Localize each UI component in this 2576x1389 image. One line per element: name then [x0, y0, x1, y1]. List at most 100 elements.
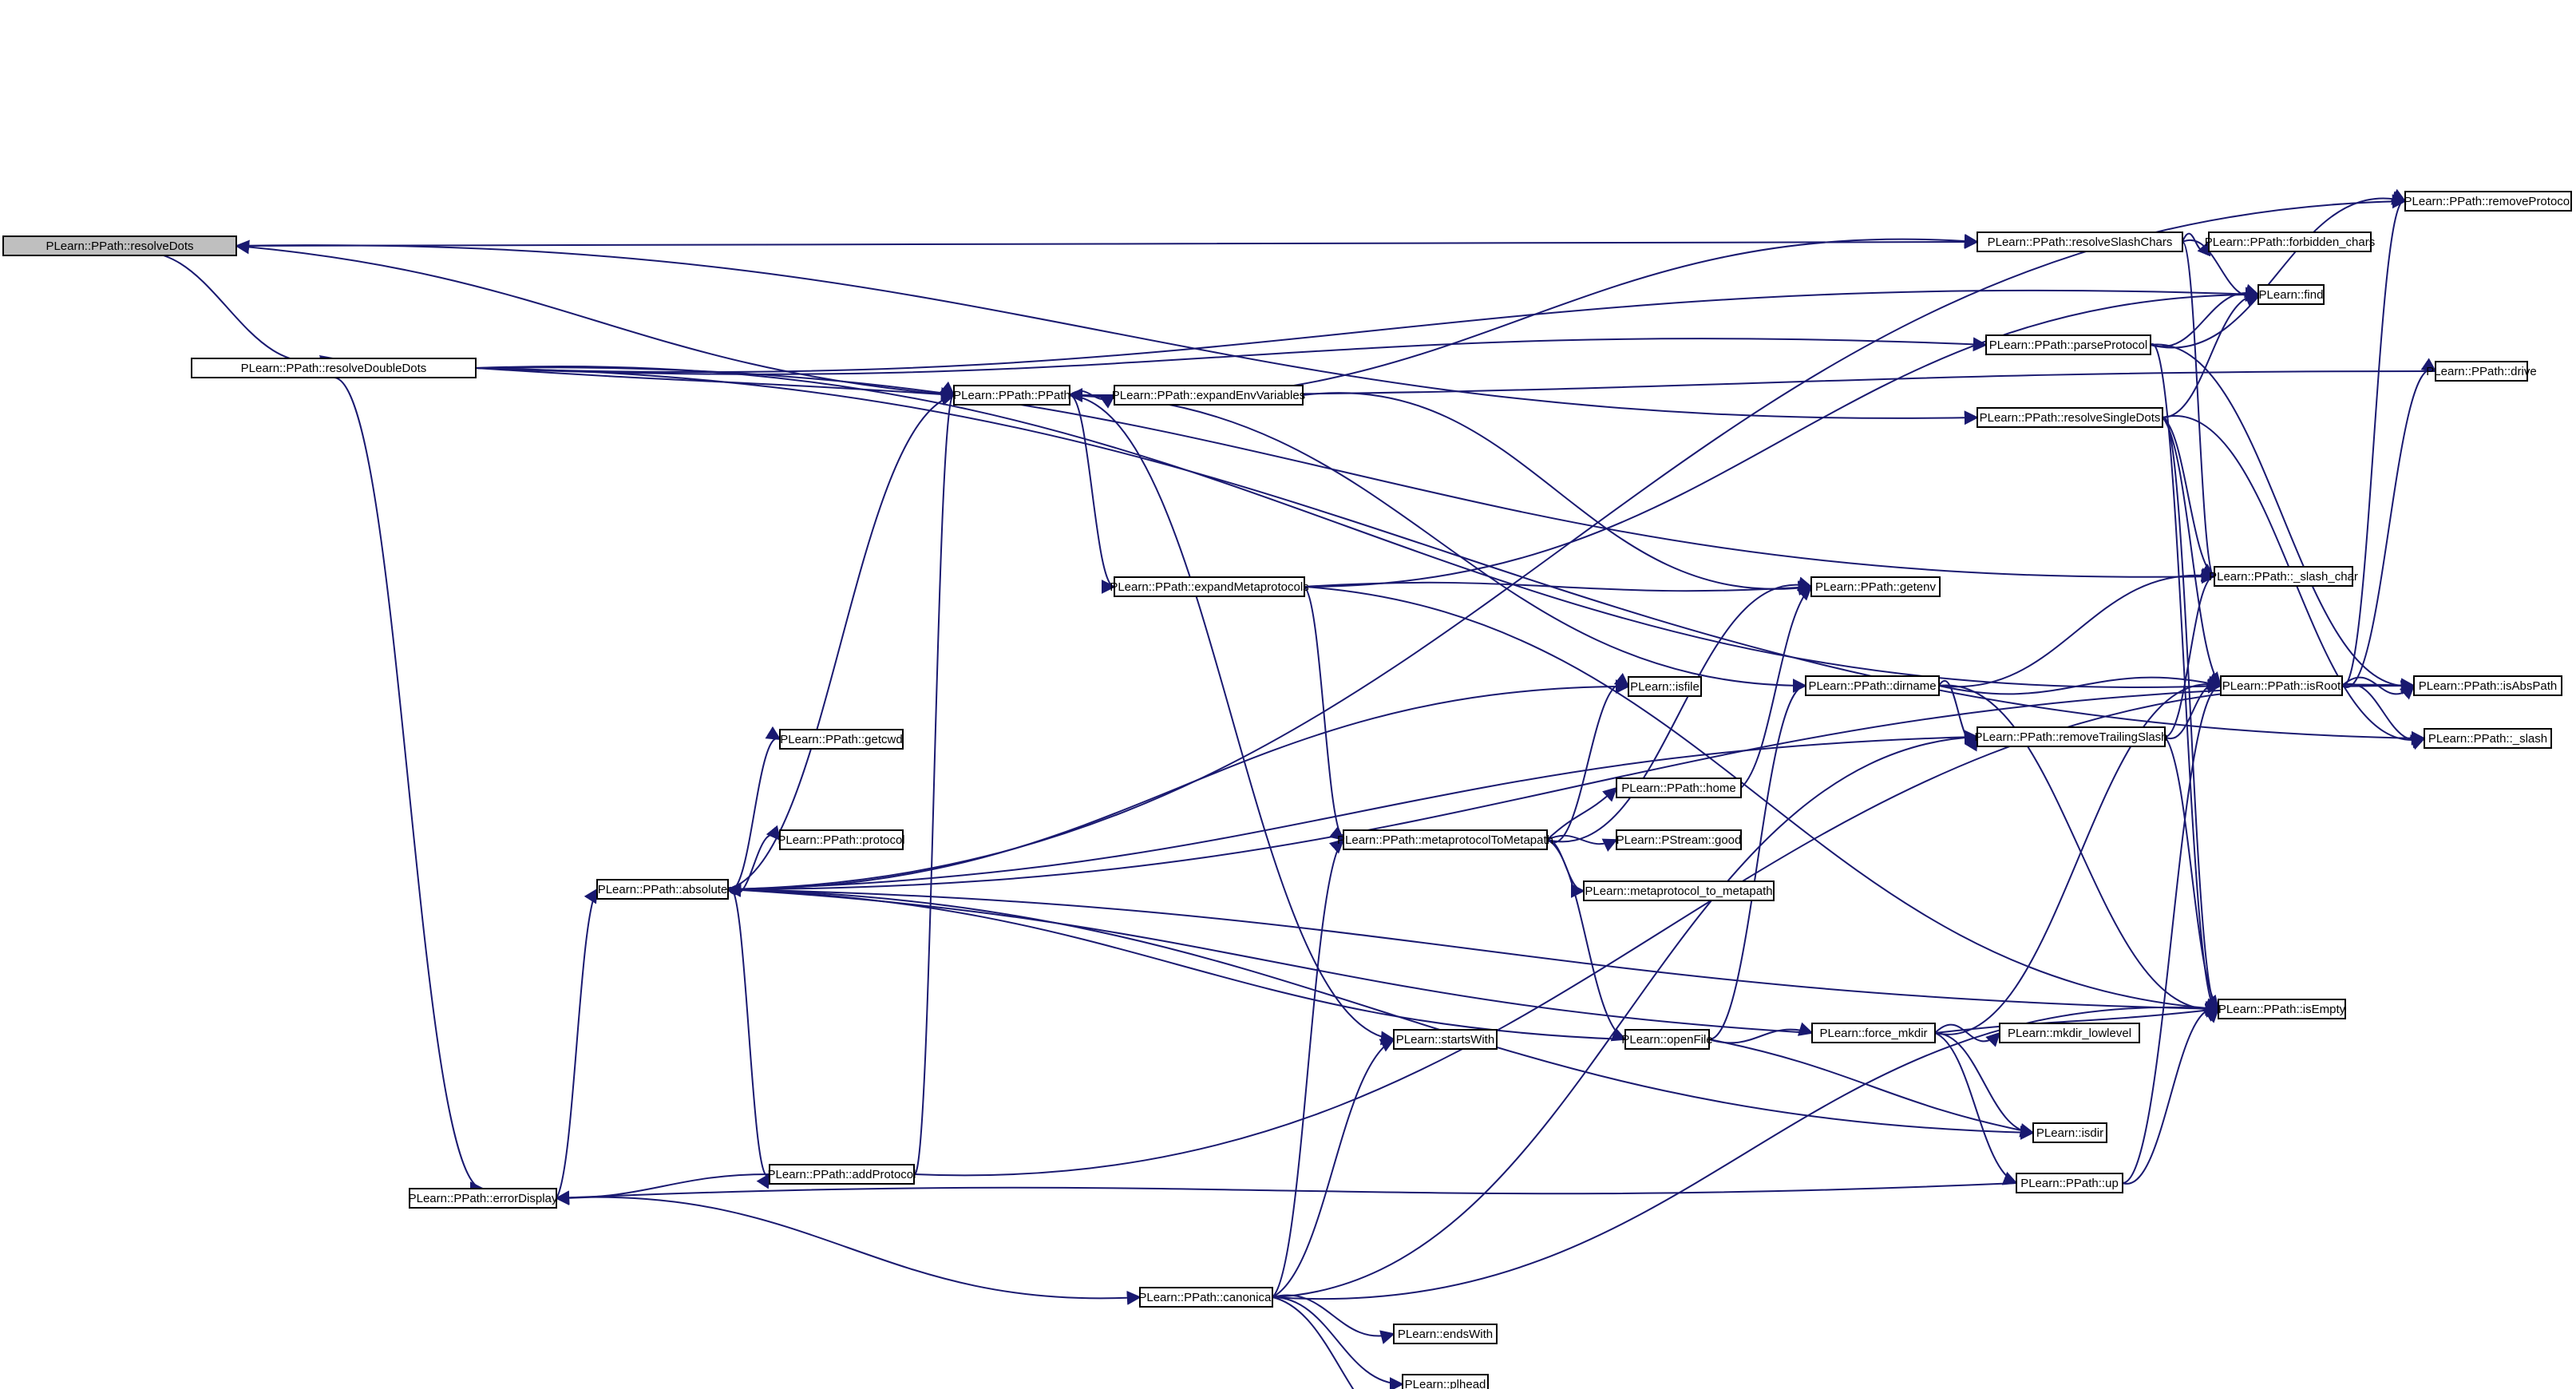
node-force_mkdir[interactable]: PLearn::force_mkdir: [1811, 1023, 1936, 1043]
node-box-resolveSingleDots[interactable]: [1977, 407, 2163, 428]
node-protocol[interactable]: PLearn::PPath::protocol: [778, 829, 905, 850]
node-expandMetaprotocols[interactable]: PLearn::PPath::expandMetaprotocols: [1110, 576, 1309, 597]
node-box-resolveSlashChars[interactable]: [1977, 232, 2183, 252]
node-box-metaprotocol_to_metapath[interactable]: [1583, 880, 1775, 901]
node-box-forbidden_chars[interactable]: [2208, 232, 2372, 252]
node-box-slash_char[interactable]: [2214, 566, 2353, 587]
edge-addProtocol-to-errorDisplay: [555, 1173, 770, 1205]
node-label-home: PLearn::PPath::home: [1621, 782, 1735, 795]
node-box-absolute[interactable]: [596, 879, 729, 900]
node-dirname[interactable]: PLearn::PPath::dirname: [1805, 675, 1940, 696]
node-box-isRoot[interactable]: [2220, 675, 2343, 696]
node-parseProtocol[interactable]: PLearn::PPath::parseProtocol: [1985, 334, 2151, 355]
node-removeTrailingSlash[interactable]: PLearn::PPath::removeTrailingSlash: [1974, 726, 2168, 747]
edge-parseProtocol-to-isAbsPath: [2150, 343, 2416, 694]
node-isRoot[interactable]: PLearn::PPath::isRoot: [2220, 675, 2343, 696]
node-mkdir_lowlevel[interactable]: PLearn::mkdir_lowlevel: [1999, 1023, 2140, 1043]
node-PPath[interactable]: PLearn::PPath::PPath: [953, 385, 1070, 406]
node-find[interactable]: PLearn::find: [2257, 284, 2325, 305]
node-box-canonical[interactable]: [1139, 1287, 1273, 1308]
node-box-dirname[interactable]: [1805, 675, 1940, 696]
node-label-endsWith: PLearn::endsWith: [1398, 1328, 1493, 1341]
node-resolveSingleDots[interactable]: PLearn::PPath::resolveSingleDots: [1977, 407, 2163, 428]
edge-force_mkdir-to-mkdir_lowlevel: [1934, 1023, 2001, 1047]
node-home[interactable]: PLearn::PPath::home: [1616, 778, 1742, 798]
node-slash_char[interactable]: PLearn::PPath::_slash_char: [2209, 566, 2358, 587]
edge-resolveSingleDots-to-isRoot: [2162, 417, 2222, 687]
node-metaprotocol_to_metapath[interactable]: PLearn::metaprotocol_to_metapath: [1583, 880, 1775, 901]
edge-dirname-to-isEmpty: [1938, 684, 2220, 1018]
node-box-up[interactable]: [2016, 1173, 2123, 1193]
node-removeProtocol[interactable]: PLearn::PPath::removeProtocol: [2404, 191, 2573, 212]
node-good[interactable]: PLearn::PStream::good: [1616, 829, 1742, 850]
node-getenv[interactable]: PLearn::PPath::getenv: [1810, 576, 1941, 597]
node-box-addProtocol[interactable]: [769, 1164, 915, 1185]
node-box-isdir[interactable]: [2032, 1122, 2107, 1143]
node-box-find[interactable]: [2257, 284, 2325, 305]
node-forbidden_chars[interactable]: PLearn::PPath::forbidden_chars: [2205, 232, 2375, 252]
node-plhead[interactable]: PLearn::plhead: [1402, 1374, 1489, 1389]
node-isAbsPath[interactable]: PLearn::PPath::isAbsPath: [2413, 675, 2562, 696]
node-addProtocol[interactable]: PLearn::PPath::addProtocol: [768, 1164, 916, 1185]
node-resolveDots[interactable]: PLearn::PPath::resolveDots: [2, 235, 237, 256]
node-box-resolveDots[interactable]: [2, 235, 237, 256]
node-isfile[interactable]: PLearn::isfile: [1628, 676, 1702, 697]
node-errorDisplay[interactable]: PLearn::PPath::errorDisplay: [409, 1188, 558, 1209]
node-isEmpty[interactable]: PLearn::PPath::isEmpty: [2218, 999, 2346, 1019]
node-box-getcwd[interactable]: [779, 729, 904, 750]
node-isdir[interactable]: PLearn::isdir: [2032, 1122, 2107, 1143]
node-box-parseProtocol[interactable]: [1985, 334, 2151, 355]
node-box-errorDisplay[interactable]: [409, 1188, 557, 1209]
edge-expandEnvVariables-to-getenv: [1302, 392, 1813, 596]
node-box-home[interactable]: [1616, 778, 1742, 798]
node-drive[interactable]: PLearn::PPath::drive: [2426, 361, 2537, 382]
node-box-good[interactable]: [1616, 829, 1742, 850]
edge-metaprotocolToMetapath-to-getenv: [1546, 576, 1813, 843]
node-box-isEmpty[interactable]: [2218, 999, 2346, 1019]
node-metaprotocolToMetapath[interactable]: PLearn::PPath::metaprotocolToMetapath: [1337, 829, 1553, 850]
node-expandEnvVariables[interactable]: PLearn::PPath::expandEnvVariables: [1112, 385, 1305, 406]
node-box-endsWith[interactable]: [1393, 1324, 1498, 1344]
edge-openFile-to-dirname: [1708, 679, 1807, 1040]
node-box-mkdir_lowlevel[interactable]: [1999, 1023, 2140, 1043]
node-box-expandEnvVariables[interactable]: [1114, 385, 1304, 406]
node-box-metaprotocolToMetapath[interactable]: [1343, 829, 1548, 850]
node-box-removeTrailingSlash[interactable]: [1977, 726, 2166, 747]
node-startsWith[interactable]: PLearn::startsWith: [1393, 1029, 1498, 1050]
node-box-removeProtocol[interactable]: [2404, 191, 2572, 212]
edge-up-to-isRoot: [2122, 679, 2222, 1184]
node-box-drive[interactable]: [2435, 361, 2528, 382]
node-box-isfile[interactable]: [1628, 676, 1702, 697]
edge-absolute-to-PPath: [727, 391, 956, 890]
node-box-PPath[interactable]: [953, 385, 1070, 406]
node-canonical[interactable]: PLearn::PPath::canonical: [1138, 1287, 1274, 1308]
node-box-expandMetaprotocols[interactable]: [1114, 576, 1305, 597]
node-box-plhead[interactable]: [1402, 1374, 1489, 1389]
node-openFile[interactable]: PLearn::openFile: [1621, 1029, 1713, 1050]
node-absolute[interactable]: PLearn::PPath::absolute: [596, 879, 729, 900]
node-box-force_mkdir[interactable]: [1811, 1023, 1936, 1043]
edge-expandMetaprotocols-to-isEmpty: [1304, 586, 2220, 1015]
node-box-startsWith[interactable]: [1393, 1029, 1498, 1050]
edge-metaprotocolToMetapath-to-home: [1546, 786, 1618, 841]
node-resolveDoubleDots[interactable]: PLearn::PPath::resolveDoubleDots: [191, 358, 477, 378]
edge-resolveDots-to-resolveSingleDots: [235, 244, 1979, 425]
node-up[interactable]: PLearn::PPath::up: [2016, 1173, 2123, 1193]
edge-resolveDots-to-resolveSlashChars: [235, 235, 1979, 250]
node-box-openFile[interactable]: [1624, 1029, 1710, 1050]
node-box-protocol[interactable]: [779, 829, 904, 850]
node-box-isAbsPath[interactable]: [2413, 675, 2562, 696]
node-endsWith[interactable]: PLearn::endsWith: [1393, 1324, 1498, 1344]
node-box-resolveDoubleDots[interactable]: [191, 358, 477, 378]
node-slash[interactable]: PLearn::PPath::_slash: [2424, 728, 2552, 749]
edge-force_mkdir-to-isRoot: [1934, 675, 2222, 1035]
node-label-good: PLearn::PStream::good: [1616, 833, 1742, 847]
node-getcwd[interactable]: PLearn::PPath::getcwd: [779, 729, 904, 750]
edge-resolveDoubleDots-to-parseProtocol: [475, 337, 1988, 375]
edge-resolveDoubleDots-to-isRoot: [475, 366, 2222, 694]
node-box-getenv[interactable]: [1810, 576, 1941, 597]
edge-metaprotocolToMetapath-to-good: [1546, 834, 1618, 852]
node-resolveSlashChars[interactable]: PLearn::PPath::resolveSlashChars: [1977, 232, 2183, 252]
node-box-slash[interactable]: [2424, 728, 2552, 749]
edge-dirname-to-isRoot: [1938, 675, 2222, 695]
